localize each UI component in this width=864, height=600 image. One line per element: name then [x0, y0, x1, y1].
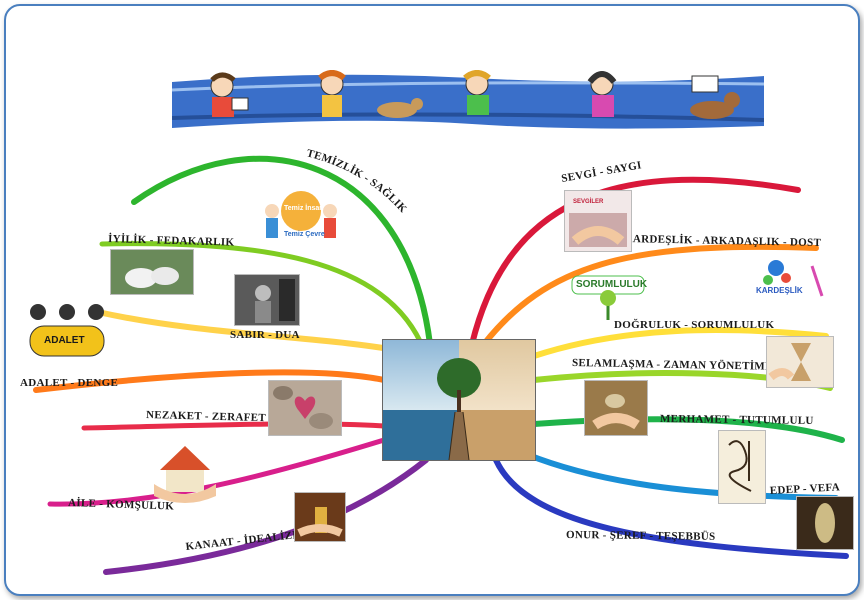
branch-temizlik [131, 155, 433, 347]
branch-dogruluk [531, 327, 829, 359]
swans-image [110, 249, 194, 295]
branch-adalet [33, 369, 387, 393]
branch-label-sevgi: SEVGİ - SAYGI [560, 159, 642, 185]
calligraphy-image [718, 430, 766, 504]
sevgiler-card-text: SEVGİLER [573, 199, 604, 205]
temiz-insan-cevre-image: Temiz İnsan Temiz Çevre [256, 189, 346, 249]
sorumluluk-logo-text: SORUMLULUK [576, 279, 648, 290]
child-praying-image [234, 274, 300, 326]
hourglass-image [766, 336, 834, 388]
branch-onur [493, 457, 849, 559]
child-reading-figure [210, 72, 249, 117]
branch-kardeslik [481, 243, 819, 347]
branch-sabir [95, 309, 409, 355]
branch-label-onur: ONUR - ŞEREF - TEŞEBBÜS [566, 529, 716, 543]
temiz-cevre-text: Temiz Çevre [284, 231, 325, 238]
dog-reading-figure [690, 75, 740, 119]
temiz-insan-text: Temiz İnsan [284, 205, 324, 212]
branch-label-iyilik: İYİLİK - FEDAKARLIK [108, 233, 235, 249]
children-banner-illustration [172, 70, 764, 132]
branch-label-aile: AİLE - KOMŞULUK [68, 497, 175, 513]
branch-label-kardeslik: KARDEŞLİK - ARKADAŞLIK - DOSTLUK [6, 6, 822, 249]
central-image-bridge-landscape [382, 339, 536, 461]
branch-label-selamlasma: SELAMLAŞMA - ZAMAN YÖNETİMİ [572, 357, 770, 373]
bird-in-hand-image [584, 380, 648, 436]
cat-figure [377, 98, 423, 118]
branch-iyilik [99, 241, 427, 353]
branch-label-adalet: ADALET - DENGE [20, 377, 118, 389]
house-in-hands-image [152, 440, 218, 504]
branch-merhamet [531, 416, 845, 443]
sevgi-hands-card-image: SEVGİLER [564, 190, 632, 252]
girl-figure [587, 71, 617, 117]
child-walking-figure [318, 70, 346, 117]
heart-stones-image [268, 380, 342, 436]
branch-nezaket [81, 421, 387, 431]
kardeslik-logo-image: KARDEŞLİK [756, 256, 828, 308]
branch-label-nezaket: NEZAKET - ZERAFET [146, 409, 267, 424]
branch-label-dogruluk: DOĞRULUK - SORUMLULUK [614, 318, 774, 331]
adalet-badge-text: ADALET [44, 335, 85, 346]
branch-edep [523, 451, 839, 501]
coins-in-hand-image [294, 492, 346, 542]
sorumluluk-logo-image: SORUMLULUK [568, 268, 648, 324]
branch-label-sabir: SABIR - DUA [230, 329, 300, 341]
ascension-light-image [796, 496, 854, 550]
branch-label-edep: EDEP - VEFA [770, 481, 841, 497]
adalet-scale-icon: ADALET [28, 302, 106, 362]
child-running-figure [463, 70, 491, 115]
kardeslik-logo-text: KARDEŞLİK [756, 286, 803, 295]
